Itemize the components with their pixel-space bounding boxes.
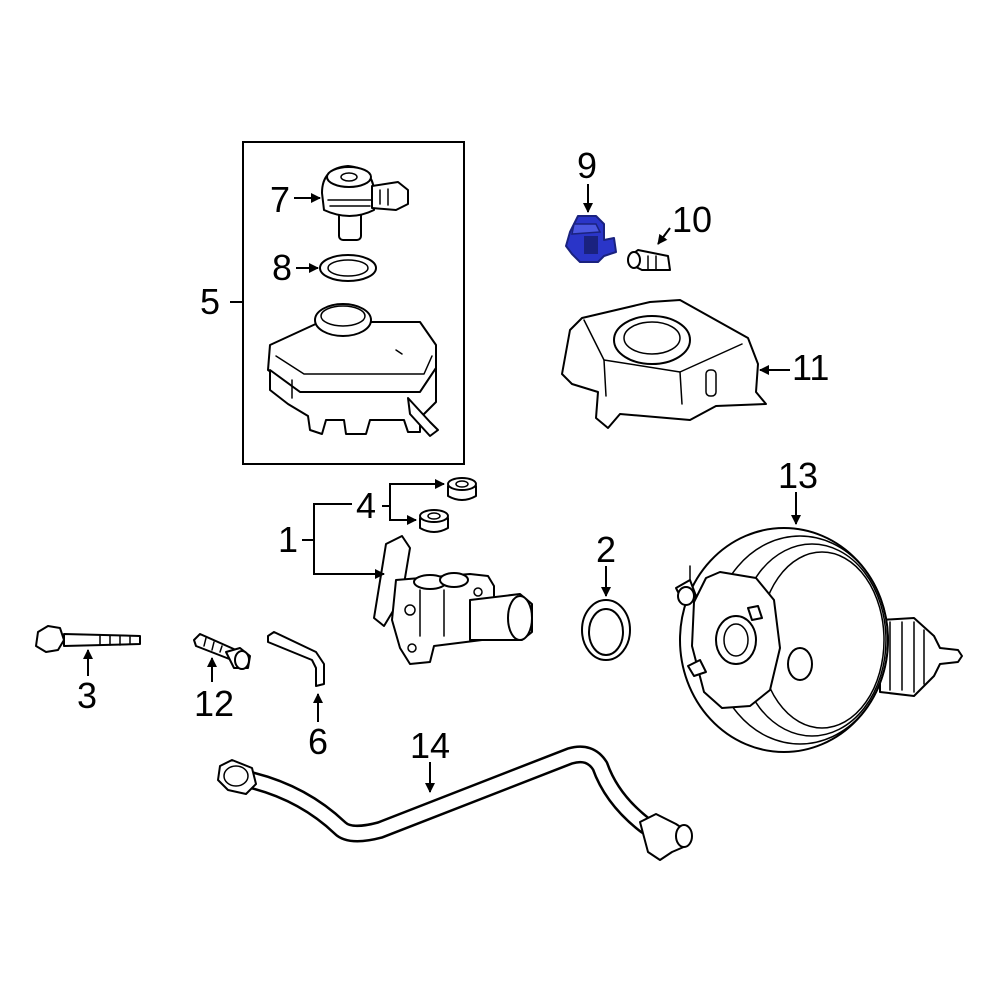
- callout-13: 13: [778, 455, 818, 496]
- leader-lines: [83, 184, 801, 793]
- vacuum-hose-part[interactable]: [217, 745, 693, 861]
- callout-1: 1: [278, 519, 298, 560]
- reservoir-seal-part[interactable]: [319, 254, 377, 282]
- callout-12: 12: [194, 683, 234, 724]
- callout-7: 7: [270, 179, 290, 220]
- long-bolt-part[interactable]: [35, 625, 141, 653]
- grommet-lower-part[interactable]: [419, 509, 449, 533]
- grommet-upper-part[interactable]: [447, 477, 477, 501]
- callout-8: 8: [272, 247, 292, 288]
- callout-9: 9: [577, 145, 597, 186]
- booster-seal-part[interactable]: [581, 599, 631, 661]
- hex-key-part[interactable]: [267, 631, 325, 687]
- brake-fluid-reservoir-part[interactable]: [267, 303, 439, 437]
- callout-5: 5: [200, 281, 220, 322]
- brake-booster-part[interactable]: [675, 527, 963, 753]
- callout-4: 4: [356, 485, 376, 526]
- master-cylinder-part[interactable]: [373, 535, 533, 665]
- fluid-level-sensor-part[interactable]: [565, 215, 617, 263]
- reservoir-cover-part[interactable]: [561, 299, 767, 429]
- sensor-bolt-part[interactable]: [627, 249, 671, 271]
- callout-2: 2: [596, 529, 616, 570]
- cap-bolt-part[interactable]: [193, 633, 251, 670]
- callout-3: 3: [77, 675, 97, 716]
- reservoir-cap-part[interactable]: [321, 165, 409, 241]
- callout-10: 10: [672, 199, 712, 240]
- callout-6: 6: [308, 721, 328, 762]
- callout-14: 14: [410, 725, 450, 766]
- callout-11: 11: [792, 347, 829, 388]
